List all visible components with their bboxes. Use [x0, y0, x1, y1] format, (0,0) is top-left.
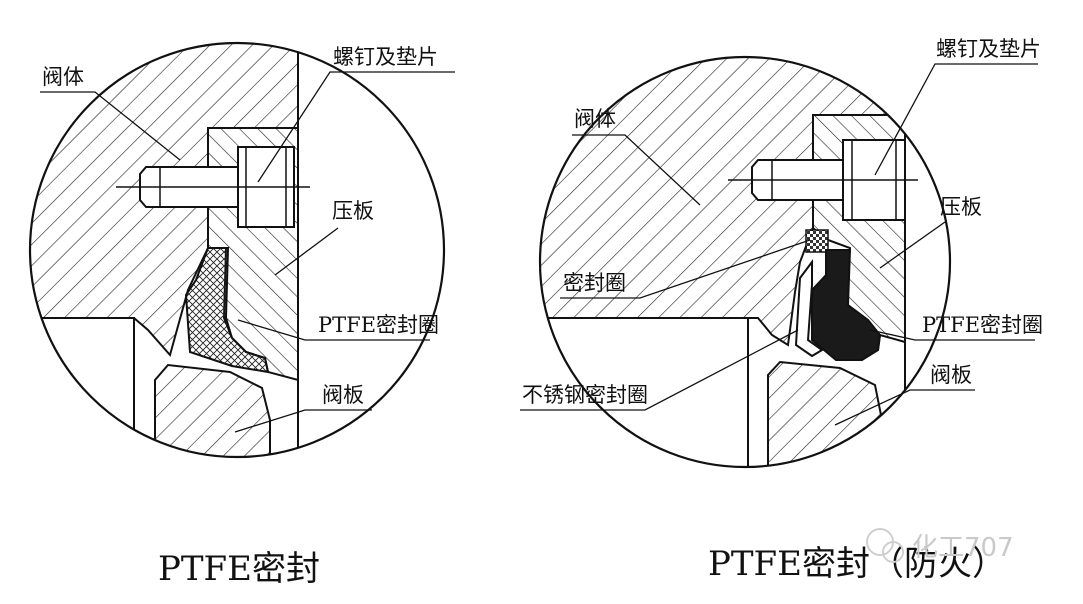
- right-label-seal-ring: 密封圈: [563, 271, 626, 295]
- left-label-ptfe-ring: PTFE密封圈: [318, 313, 439, 337]
- right-label-valve-body: 阀体: [574, 107, 616, 131]
- left-detail-circle: 阀体 螺钉及垫片 压板 PTFE密封圈 阀板 PTFE密封: [28, 41, 455, 589]
- right-caption: PTFE密封（防火）: [708, 544, 1006, 584]
- right-leaders: [520, 63, 1038, 426]
- right-detail-circle: 阀体 螺钉及垫片 压板 密封圈 PTFE密封圈 不锈钢密封圈 阀板 PTFE密封…: [520, 37, 1043, 584]
- left-label-gate: 阀板: [322, 383, 364, 407]
- right-label-steel-ring: 不锈钢密封圈: [522, 383, 648, 407]
- watermark-text: 化工707: [912, 533, 1014, 563]
- right-ptfe-ring: [811, 249, 882, 361]
- left-caption: PTFE密封: [158, 549, 320, 589]
- left-gate: [154, 363, 271, 457]
- left-label-screw-washer: 螺钉及垫片: [333, 45, 438, 69]
- right-label-pressure-plate: 压板: [940, 195, 982, 219]
- right-label-ptfe-ring: PTFE密封圈: [922, 313, 1043, 337]
- right-seal-ring: [805, 229, 829, 253]
- left-leaders: [40, 71, 455, 433]
- right-label-screw-washer: 螺钉及垫片: [936, 37, 1041, 61]
- right-label-gate: 阀板: [930, 363, 972, 387]
- left-label-pressure-plate: 压板: [332, 199, 374, 223]
- right-gate: [767, 360, 883, 467]
- left-ptfe-ring: [184, 247, 270, 374]
- watermark: 化工707: [866, 528, 1014, 563]
- left-label-valve-body: 阀体: [42, 65, 84, 89]
